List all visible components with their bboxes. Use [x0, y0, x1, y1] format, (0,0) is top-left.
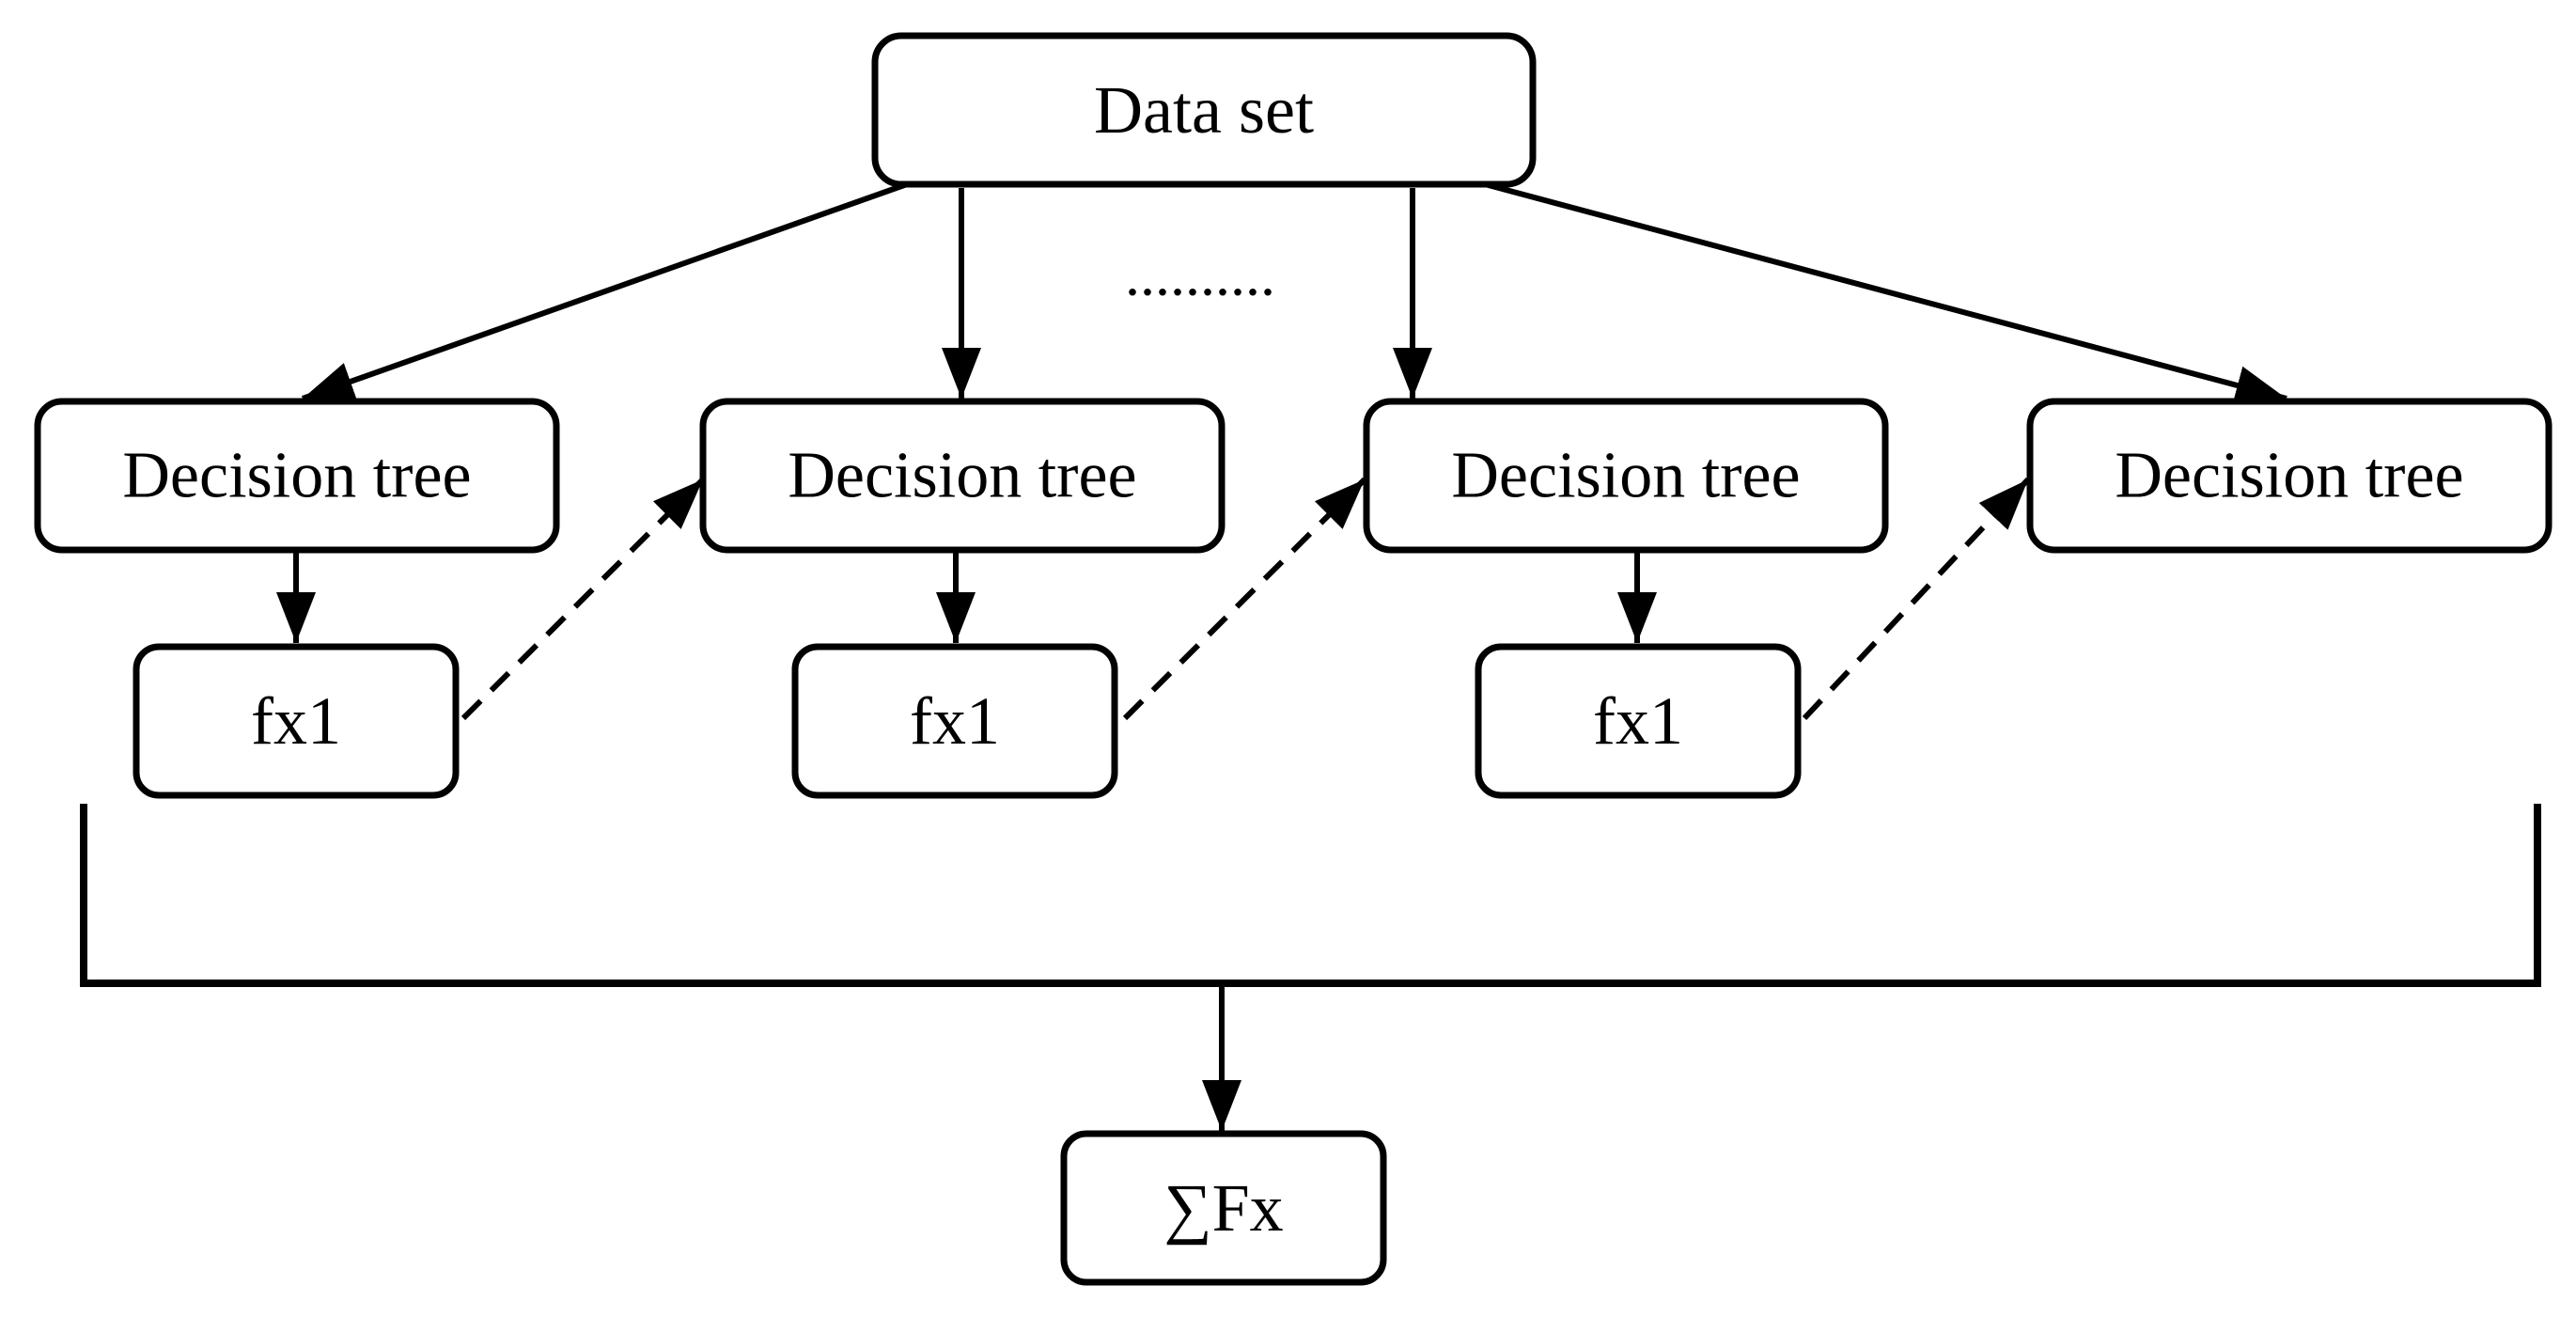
sum-label: ∑Fx [1163, 1170, 1283, 1246]
edge-dataset-tree-1 [301, 181, 909, 401]
sum-node: ∑Fx [1060, 1130, 1387, 1286]
output-label: fx1 [251, 683, 341, 759]
edge-output-2-tree-3 [1122, 477, 1367, 721]
decision-tree-node-2: Decision tree [699, 398, 1226, 554]
output-node-3: fx1 [1475, 643, 1802, 799]
decision-tree-label: Decision tree [2115, 440, 2463, 512]
dataset-label: Data set [1094, 72, 1314, 148]
edge-dataset-tree-4 [1484, 181, 2287, 405]
aggregation-bracket [80, 804, 2541, 987]
output-node-2: fx1 [791, 643, 1118, 799]
ellipsis-more-trees: .......... [1125, 242, 1275, 308]
output-node-1: fx1 [133, 643, 460, 799]
decision-tree-node-1: Decision tree [34, 398, 560, 554]
edge-output-1-tree-2 [461, 477, 706, 721]
edge-output-3-tree-4 [1802, 477, 2031, 721]
decision-tree-label: Decision tree [1451, 440, 1800, 512]
decision-tree-node-4: Decision tree [2026, 398, 2553, 554]
decision-tree-node-3: Decision tree [1363, 398, 1889, 554]
output-label: fx1 [910, 683, 1000, 759]
dataset-node: Data set [871, 32, 1537, 188]
output-label: fx1 [1593, 683, 1683, 759]
decision-tree-label: Decision tree [122, 440, 471, 512]
decision-tree-label: Decision tree [788, 440, 1136, 512]
